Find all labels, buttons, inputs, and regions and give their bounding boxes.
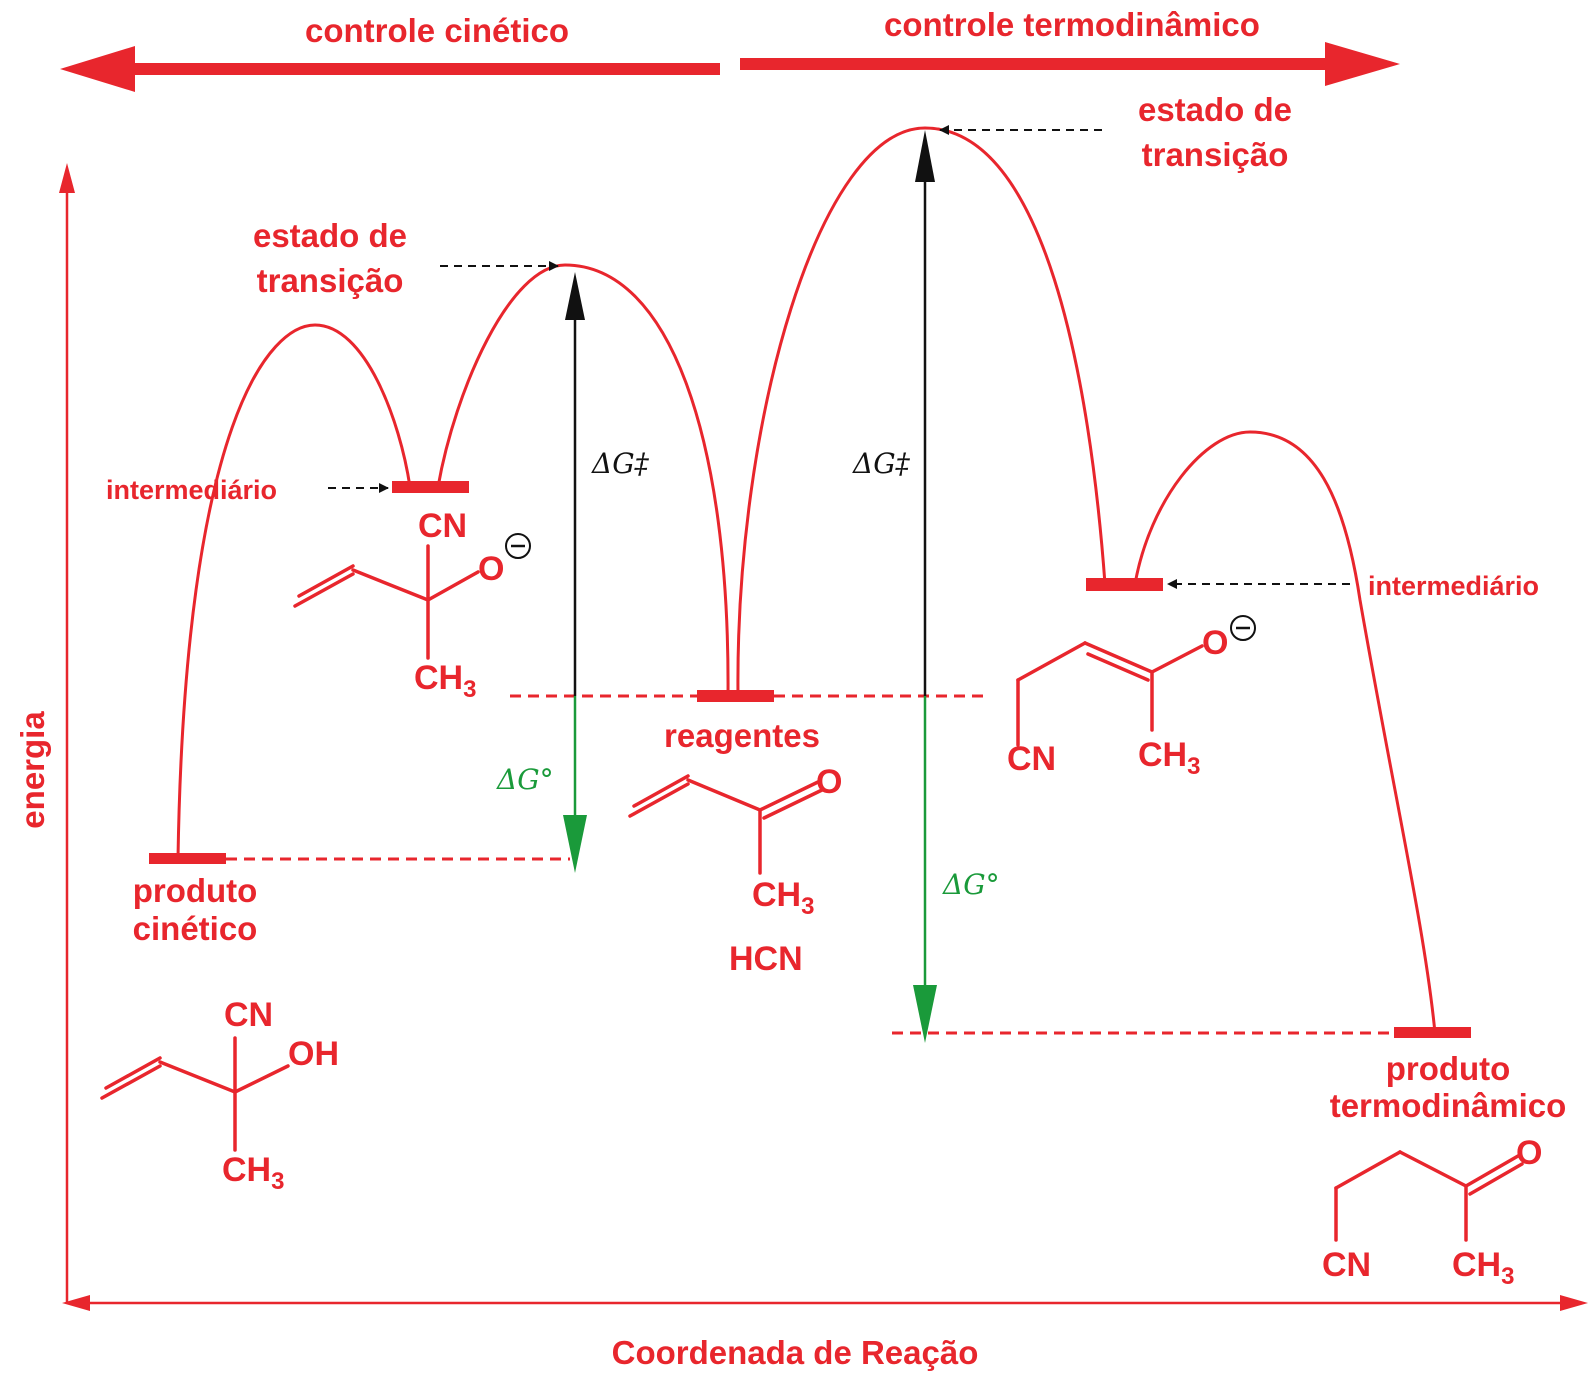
structure-intermediate-left — [293, 544, 480, 660]
dg-std-right-arrow — [913, 696, 937, 1043]
ts-right-line1: estado de — [1138, 91, 1292, 128]
ts-left-line1: estado de — [253, 217, 407, 254]
reagent-o: O — [816, 763, 842, 801]
intermediate-right-level — [1086, 578, 1163, 591]
reagents-label: reagentes — [664, 717, 820, 754]
dashed-levels — [226, 694, 1394, 1035]
intermediate-left-level — [392, 481, 469, 493]
intermediate-left-label: intermediário — [106, 475, 277, 505]
x-axis-label: Coordenada de Reação — [612, 1334, 979, 1371]
int-left-cn: CN — [418, 507, 467, 545]
kinetic-product-line2: cinético — [133, 910, 258, 947]
dg-act-left-label: ΔG‡ — [591, 447, 650, 480]
structure-thermo-product — [1334, 1150, 1524, 1242]
int-left-o: O — [478, 550, 504, 588]
dg-act-left-arrow — [565, 272, 585, 696]
thermo-product-line1: produto — [1386, 1050, 1511, 1087]
thermo-prod-ch3: CH3 — [1452, 1246, 1514, 1290]
hcn-label: HCN — [729, 940, 803, 978]
reagent-ch3: CH3 — [752, 876, 814, 920]
thermo-control-arrow — [740, 42, 1400, 86]
kinetic-control-arrow — [60, 46, 720, 92]
pointer-arrows — [328, 125, 1350, 589]
dg-std-left-label: ΔG° — [496, 763, 554, 796]
dg-act-right-arrow — [915, 130, 935, 696]
y-axis — [59, 163, 75, 1303]
structure-kinetic-product — [100, 1036, 290, 1152]
kin-prod-cn: CN — [224, 996, 273, 1034]
structure-reagent-ketone — [628, 774, 824, 875]
int-left-ch3: CH3 — [414, 659, 476, 703]
curve-kinetic-ts1 — [176, 323, 412, 859]
int-left-charge — [505, 533, 531, 559]
y-axis-label: energia — [14, 711, 51, 829]
thermo-prod-o: O — [1516, 1134, 1542, 1172]
reagents-level — [697, 690, 774, 702]
energy-profile — [176, 126, 1437, 1034]
int-right-ch3: CH3 — [1138, 736, 1200, 780]
kinetic-product-line1: produto — [133, 872, 258, 909]
kinetic-control-label: controle cinético — [305, 12, 569, 49]
int-right-cn: CN — [1007, 740, 1056, 778]
thermo-control-label: controle termodinâmico — [884, 6, 1260, 43]
curve-thermo-ts2 — [1133, 430, 1437, 1034]
int-right-o: O — [1202, 624, 1228, 662]
thermo-product-level — [1394, 1027, 1471, 1038]
curve-thermo-ts1 — [736, 126, 1107, 697]
dg-std-left-arrow — [563, 696, 587, 873]
thermo-product-line2: termodinâmico — [1330, 1087, 1567, 1124]
int-right-charge — [1230, 615, 1256, 641]
kin-prod-oh: OH — [288, 1035, 339, 1073]
thermo-prod-cn: CN — [1322, 1246, 1371, 1284]
dg-act-right-label: ΔG‡ — [852, 447, 911, 480]
dg-std-right-label: ΔG° — [942, 868, 1000, 901]
intermediate-right-label: intermediário — [1368, 571, 1539, 601]
kin-prod-ch3: CH3 — [222, 1151, 284, 1195]
curve-kinetic-ts2 — [436, 263, 730, 697]
ts-left-line2: transição — [257, 262, 404, 299]
structure-intermediate-right — [1016, 641, 1204, 747]
structures — [100, 544, 1524, 1242]
kinetic-product-level — [149, 853, 226, 864]
x-axis — [62, 1295, 1588, 1311]
ts-right-line2: transição — [1142, 136, 1289, 173]
